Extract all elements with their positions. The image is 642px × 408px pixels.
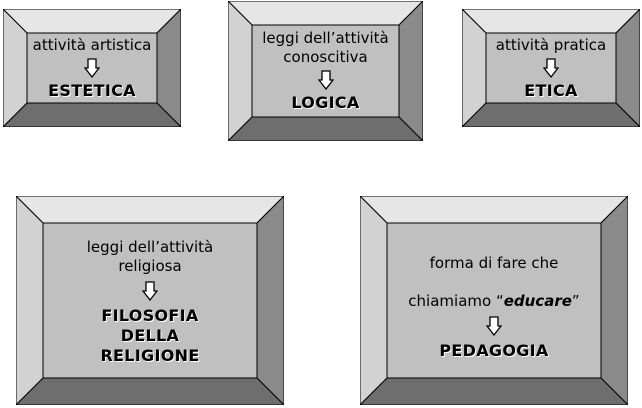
down-arrow-icon: [317, 70, 334, 90]
down-arrow-icon: [84, 57, 100, 78]
box-title: LOGICA: [291, 93, 360, 112]
emphasis-educare: educare: [503, 291, 572, 310]
bevel-frame: [16, 196, 284, 405]
box-description: leggi dell’attività religiosa: [86, 237, 214, 275]
box-description: attività pratica: [495, 35, 607, 54]
box-description: leggi dell’attività conoscitiva: [262, 29, 389, 66]
box-pedagogia: forma di fare che chiamiamo “educare” PE…: [360, 196, 628, 405]
box-title: PEDAGOGIA: [439, 340, 549, 360]
box-description: forma di fare che chiamiamo “educare”: [408, 235, 579, 311]
description-line-1: forma di fare che: [429, 253, 559, 272]
box-etica: attività pratica ETICA: [462, 9, 640, 127]
bevel-frame: [462, 9, 640, 127]
box-logica: leggi dell’attività conoscitiva LOGICA: [228, 1, 423, 141]
down-arrow-icon: [486, 315, 502, 336]
bevel-frame: [3, 9, 181, 127]
box-title: FILOSOFIA DELLA RELIGIONE: [100, 305, 200, 365]
box-estetica: attività artistica ESTETICA: [3, 9, 181, 127]
box-title: ESTETICA: [48, 80, 136, 100]
description-line-2-suffix: ”: [571, 291, 580, 310]
down-arrow-icon: [543, 57, 559, 78]
bevel-frame: [360, 196, 628, 405]
description-line-2-prefix: chiamiamo “: [408, 291, 504, 310]
box-title: ETICA: [524, 80, 578, 100]
box-description: attività artistica: [32, 35, 152, 54]
box-filosofia-religione: leggi dell’attività religiosa FILOSOFIA …: [16, 196, 284, 405]
down-arrow-icon: [142, 280, 158, 301]
